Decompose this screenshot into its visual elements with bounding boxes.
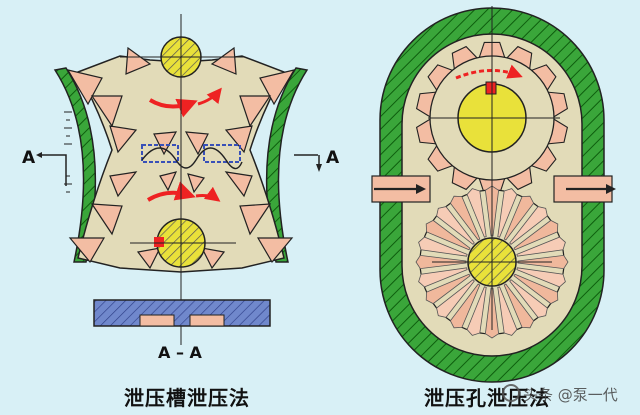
lower-tooth	[159, 171, 178, 192]
left-casing-left-arc	[53, 67, 97, 263]
rotation-arrow-icon	[146, 181, 196, 202]
relief-hole-ray	[436, 206, 475, 245]
relief-hole-ray	[503, 195, 535, 241]
lower-tooth	[256, 237, 294, 264]
section-arrowhead	[36, 152, 42, 158]
relief-hole-ray	[513, 273, 559, 305]
watermark-text: 头条 @泵一代	[523, 386, 618, 404]
lower-tooth	[136, 247, 162, 270]
right-caption: 泄压孔泄压法	[424, 386, 550, 410]
lower-tooth	[200, 247, 226, 270]
relief-hole-ray	[497, 286, 518, 336]
relief-hole-ray	[509, 206, 548, 245]
cut-mark-right: A	[326, 148, 340, 168]
upper-tooth	[66, 69, 103, 106]
left-casing-right-arc	[265, 67, 309, 263]
rotation-arrow-icon	[148, 98, 198, 118]
relief-groove-left	[141, 144, 179, 163]
upper-tooth	[125, 46, 152, 75]
relief-hole-ray	[418, 236, 468, 257]
relief-hole-ray	[418, 267, 468, 288]
upper-tooth	[239, 95, 272, 128]
lower-tooth	[90, 203, 123, 236]
section-cut-arrow-left	[40, 154, 67, 186]
relief-hole-ray	[449, 283, 481, 329]
relief-hole-ray	[425, 219, 471, 251]
upper-tooth	[259, 69, 296, 106]
relief-hole-ray	[449, 195, 481, 241]
relief-hole-ray	[466, 286, 487, 336]
relief-hole-ray	[466, 188, 487, 238]
rotation-arrow-icon	[197, 87, 222, 106]
watermark-logo-icon	[502, 384, 520, 402]
relief-hole-ray	[513, 219, 559, 251]
relief-hole-ray	[425, 273, 471, 305]
section-plate	[93, 299, 271, 327]
right-relief-hole-figure	[371, 6, 616, 383]
lower-tooth	[68, 237, 106, 264]
section-groove	[139, 314, 175, 327]
lower-tooth	[239, 203, 272, 236]
rotation-arrow-icon	[195, 186, 221, 202]
upper-tooth	[224, 125, 253, 154]
rotation-arrow-icon	[455, 64, 523, 80]
section-groove	[189, 314, 225, 327]
key-marker-icon	[485, 81, 497, 95]
relief-hole-ray	[516, 236, 566, 257]
mesh-tooth-profile	[141, 147, 243, 170]
relief-hole-ray	[503, 283, 535, 329]
relief-hole-ray	[497, 188, 518, 238]
relief-hole-ray	[436, 279, 475, 318]
upper-tooth	[153, 131, 178, 156]
section-arrowhead	[316, 164, 322, 172]
relief-hole-ray	[516, 267, 566, 288]
flow-arrow-icon	[606, 184, 616, 194]
lower-tooth	[109, 171, 138, 198]
dimension-ticks	[64, 111, 72, 193]
flow-arrow-icon	[416, 184, 426, 194]
lower-tooth	[224, 171, 253, 198]
left-caption: 泄压槽泄压法	[124, 386, 250, 410]
relief-groove-right	[203, 144, 241, 163]
left-relief-groove-figure: A A	[22, 14, 340, 345]
cut-mark-left: A	[22, 148, 36, 168]
relief-hole-ray	[509, 279, 548, 318]
upper-tooth	[90, 95, 123, 128]
upper-tooth	[210, 46, 237, 75]
watermark: 头条 @泵一代	[502, 384, 618, 405]
key-marker-icon	[154, 237, 164, 247]
section-label: A – A	[158, 343, 202, 362]
upper-tooth	[109, 125, 138, 154]
